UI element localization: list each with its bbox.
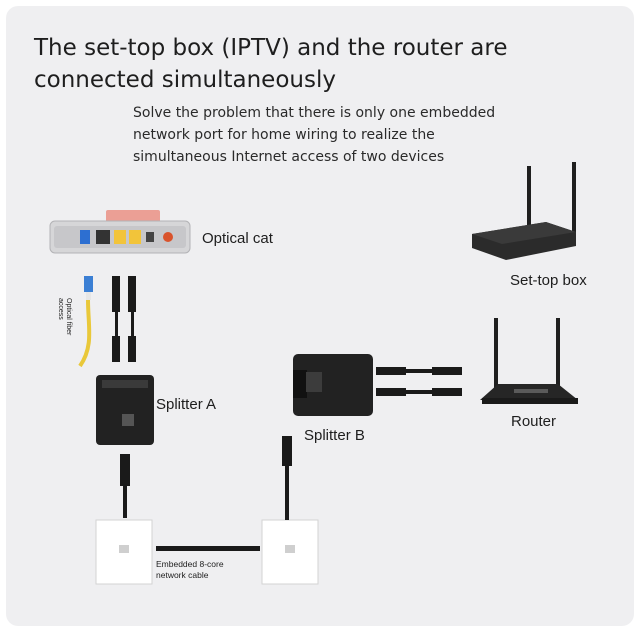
page-subtitle: Solve the problem that there is only one… xyxy=(133,105,496,165)
splitter-a-label: Splitter A xyxy=(156,396,217,413)
diagram-frame: The set-top box (IPTV) and the router ar… xyxy=(6,6,634,626)
cable-wall-to-b xyxy=(282,436,292,520)
optical-cat-label: Optical cat xyxy=(202,230,273,247)
optical-fiber-access-label: Optical fiber access xyxy=(56,298,72,335)
router-device xyxy=(480,318,578,404)
splitter-a-device xyxy=(96,375,154,445)
page-title: The set-top box (IPTV) and the router ar… xyxy=(34,35,508,93)
optical-fiber-label-line2: access xyxy=(57,298,64,320)
optical-modem xyxy=(49,210,191,254)
splitter-b-device xyxy=(293,354,373,416)
wall-plate-right xyxy=(261,519,319,585)
patch-cables-a xyxy=(112,276,136,362)
wall-plate-left xyxy=(95,519,153,585)
set-top-box-device xyxy=(472,162,576,260)
router-label: Router xyxy=(511,413,557,430)
embedded-cable-label-line2: network cable xyxy=(156,570,209,580)
embedded-cable-label-line1: Embedded 8-core xyxy=(156,559,224,569)
optical-fiber-label-line1: Optical fiber xyxy=(65,298,72,336)
embedded-cable xyxy=(156,546,260,551)
cable-a-to-wall xyxy=(120,454,130,518)
diagram-illustration xyxy=(49,162,578,585)
set-top-box-label: Set-top box xyxy=(510,272,587,289)
splitter-b-label: Splitter B xyxy=(304,427,365,444)
embedded-cable-label: Embedded 8-core network cable xyxy=(156,559,224,581)
patch-cables-b xyxy=(376,367,462,396)
fiber-cable xyxy=(78,276,93,368)
